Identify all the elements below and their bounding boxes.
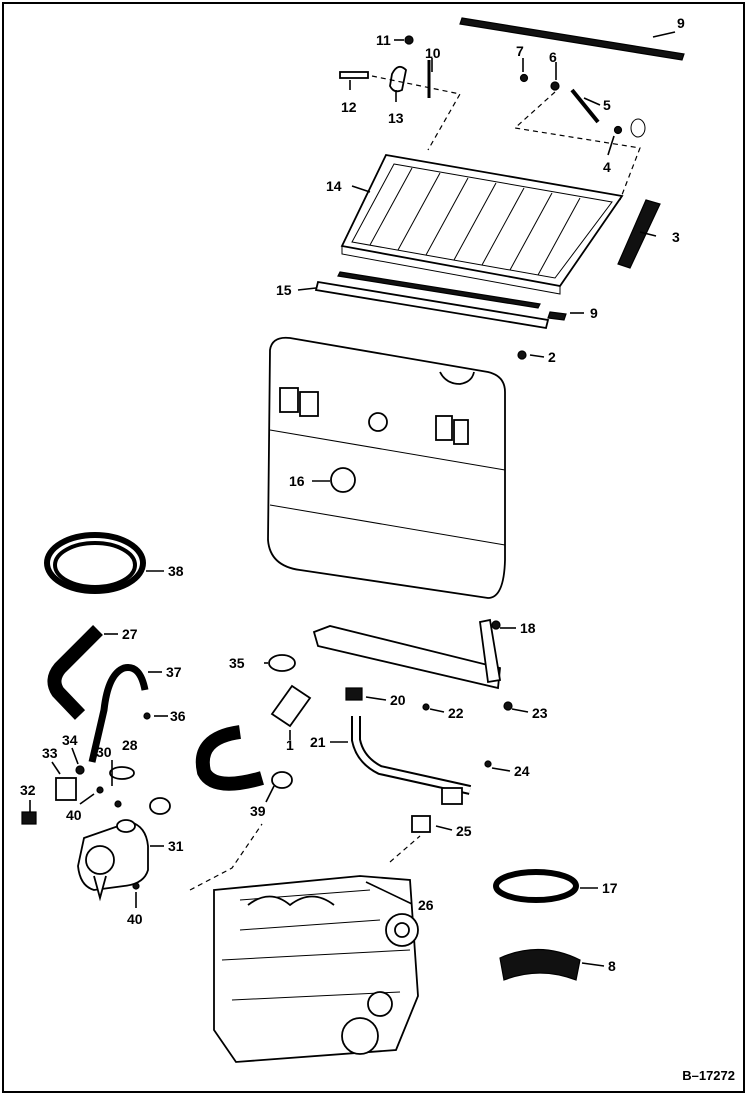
callout-34: 34 — [62, 732, 78, 748]
callout-16: 16 — [289, 473, 305, 489]
callout-11: 11 — [376, 32, 391, 48]
drawing-number: B–17272 — [682, 1068, 735, 1083]
callout-7: 7 — [516, 43, 524, 59]
part-lower-seal-strips — [314, 271, 567, 360]
callout-9-top: 9 — [677, 15, 685, 31]
callout-12: 12 — [341, 99, 357, 115]
callout-17: 17 — [602, 880, 618, 896]
callout-24: 24 — [514, 763, 530, 779]
part-molded-hose — [47, 625, 103, 720]
part-rear-panel — [267, 336, 506, 599]
callout-3: 3 — [672, 229, 680, 245]
part-shroud-seal — [499, 948, 581, 981]
callout-33: 33 — [42, 745, 58, 761]
callout-labels: 9 11 10 7 6 12 13 5 4 14 3 15 9 2 16 38 … — [20, 15, 685, 974]
callout-21: 21 — [310, 734, 326, 750]
part-seal-strip-top — [459, 17, 685, 61]
callout-5: 5 — [603, 97, 611, 113]
part-engine — [189, 823, 421, 1063]
part-grille-screen — [340, 153, 624, 295]
callout-15: 15 — [276, 282, 292, 298]
callout-2: 2 — [548, 349, 556, 365]
part-coolant-tube — [351, 716, 492, 833]
part-gasket-ring — [493, 869, 579, 903]
callout-38: 38 — [168, 563, 184, 579]
callout-9-lower: 9 — [590, 305, 598, 321]
part-clamps-fittings — [21, 712, 293, 890]
callout-22: 22 — [448, 705, 464, 721]
part-latch-hardware — [339, 35, 461, 151]
callout-39: 39 — [250, 803, 266, 819]
callout-23: 23 — [532, 705, 548, 721]
part-mounting-bracket — [312, 618, 513, 711]
part-coiled-hose — [44, 532, 146, 594]
leader-lines — [29, 31, 676, 967]
callout-1: 1 — [286, 737, 294, 753]
callout-27: 27 — [122, 626, 138, 642]
callout-25: 25 — [456, 823, 472, 839]
callout-30: 30 — [96, 744, 112, 760]
callout-31: 31 — [168, 838, 184, 854]
part-prop-rod — [513, 73, 646, 201]
callout-40-lower: 40 — [127, 911, 143, 927]
part-radiator-hoses — [195, 654, 312, 791]
callout-13: 13 — [388, 110, 404, 126]
callout-28: 28 — [122, 737, 138, 753]
part-side-seal — [617, 199, 661, 269]
callout-32: 32 — [20, 782, 36, 798]
callout-18: 18 — [520, 620, 536, 636]
callout-37: 37 — [166, 664, 182, 680]
callout-14: 14 — [326, 178, 342, 194]
callout-26: 26 — [418, 897, 434, 913]
callout-35: 35 — [229, 655, 245, 671]
part-reservoir-filter — [77, 819, 149, 902]
callout-10: 10 — [425, 45, 441, 61]
callout-36: 36 — [170, 708, 186, 724]
callout-6: 6 — [549, 49, 557, 65]
callout-8: 8 — [608, 958, 616, 974]
callout-4: 4 — [603, 159, 611, 175]
callout-40-upper: 40 — [66, 807, 82, 823]
part-small-hose — [88, 663, 149, 763]
callout-20: 20 — [390, 692, 406, 708]
